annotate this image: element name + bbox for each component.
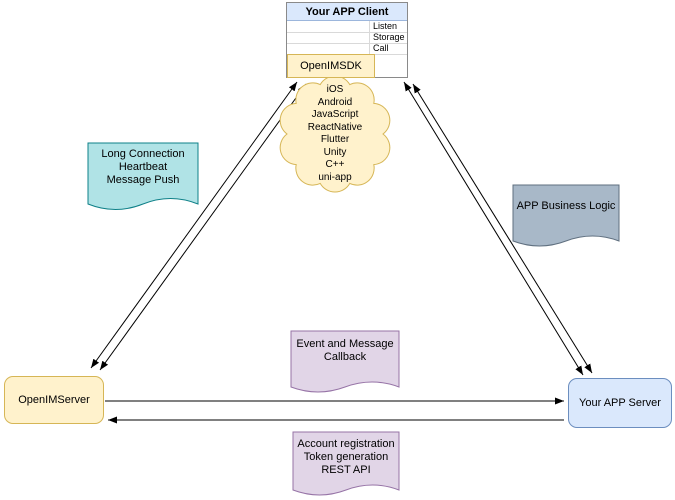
platform-item: uni-app	[318, 171, 352, 183]
event-callback-note-label: Event and Message Callback	[291, 338, 399, 364]
event-callback-note-shape	[290, 330, 400, 393]
client-row-divider	[287, 32, 407, 33]
openimsdk-box: OpenIMSDK	[287, 54, 375, 78]
platform-item: Unity	[323, 146, 347, 158]
app-business-logic-note-label: APP Business Logic	[513, 200, 619, 213]
rest-api-note-shape	[292, 431, 400, 496]
platform-item: ReactNative	[307, 121, 363, 133]
note-line: Message Push	[106, 174, 180, 186]
client-title: Your APP Client	[287, 3, 407, 21]
platform-item: iOS	[326, 84, 344, 95]
openimserver-box: OpenIMServer	[4, 376, 104, 424]
note-line: Event and Message	[296, 338, 394, 350]
note-line: Callback	[323, 351, 367, 363]
note-line: Heartbeat	[118, 161, 168, 173]
client-row-divider	[287, 43, 407, 44]
client-interface-call: Call	[373, 43, 389, 53]
note-line: APP Business Logic	[516, 200, 616, 212]
note-line: Token generation	[303, 451, 389, 463]
platform-item: Android	[317, 96, 353, 108]
edge-client-openimserver-b	[99, 83, 307, 371]
edge-client-openimserver-a	[90, 81, 298, 369]
edge-client-appserver-b	[412, 83, 593, 374]
client-interface-listen: Listen	[373, 21, 398, 31]
platform-item: C++	[325, 159, 345, 170]
long-connection-note-shape	[87, 142, 199, 210]
client-column-divider	[369, 21, 370, 54]
your-app-client-box: Your APP Client Listen Storage Call Open…	[286, 2, 408, 78]
your-app-server-box: Your APP Server	[568, 378, 672, 428]
platforms-cloud-shape	[279, 75, 391, 193]
platforms-cloud-label: iOS Android JavaScript ReactNative Flutt…	[285, 84, 385, 184]
client-interface-storage: Storage	[373, 32, 405, 42]
rest-api-note-label: Account registration Token generation RE…	[293, 438, 399, 477]
note-line: Account registration	[297, 438, 395, 450]
long-connection-note-label: Long Connection Heartbeat Message Push	[88, 148, 198, 187]
note-line: Long Connection	[101, 148, 185, 160]
note-line: REST API	[321, 464, 371, 476]
platform-item: JavaScript	[311, 109, 359, 120]
platform-item: Flutter	[320, 134, 350, 145]
app-business-logic-note-shape	[512, 184, 620, 247]
